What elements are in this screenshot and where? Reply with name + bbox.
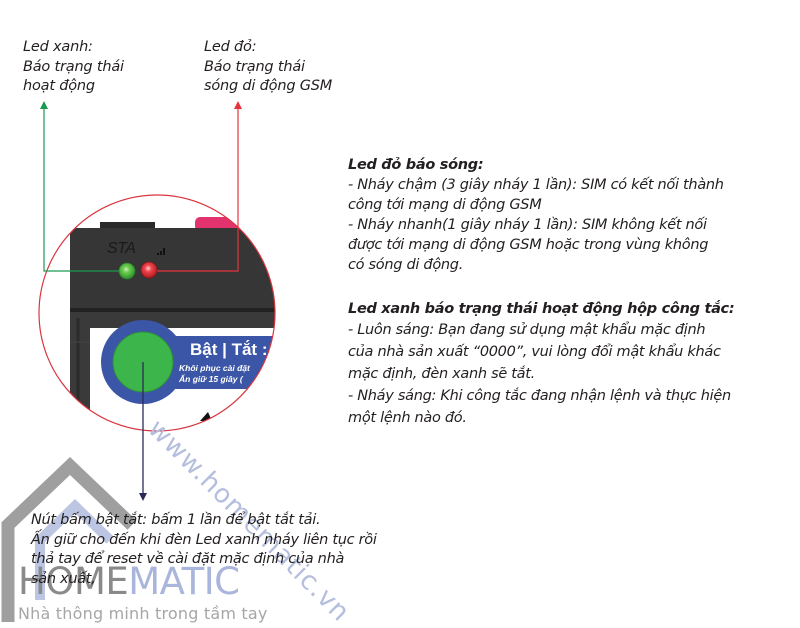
- watermark-tagline: Nhà thông minh trong tầm tay: [18, 604, 268, 623]
- description-line: - Luôn sáng: Bạn đang sử dụng mật khẩu m…: [348, 322, 706, 338]
- button-callout-line: Nút bấm bật tắt: bấm 1 lần để bật tắt tả…: [31, 512, 321, 528]
- description-line: có sóng di động.: [348, 257, 464, 273]
- watermark-brand-home: HOME: [18, 560, 129, 603]
- red-led-description-title: Led đỏ báo sóng:: [348, 157, 484, 173]
- zoom-circle: [38, 194, 276, 432]
- green-led-callout-line: Báo trạng thái: [23, 58, 124, 75]
- status-label: STA: [107, 240, 136, 257]
- signal-bars-icon: [157, 248, 165, 255]
- green-leader-line: [43, 107, 119, 272]
- green-arrow-icon: [40, 101, 48, 109]
- description-line: mặc định, đèn xanh sẽ tắt.: [348, 366, 535, 382]
- red-leader-line: [157, 107, 239, 272]
- red-arrow-icon: [234, 101, 242, 109]
- green-led-description-title: Led xanh báo trạng thái hoạt động hộp cô…: [348, 301, 735, 317]
- button-label-title: Bật | Tắt :: [190, 340, 268, 359]
- red-led-description: Led đỏ báo sóng: - Nháy chậm (3 giây nhá…: [348, 155, 724, 275]
- button-callout-line: sản xuất,: [31, 570, 96, 587]
- button-label-sub2: Ấn giữ 15 giây (: [179, 374, 243, 384]
- button-callout-line: Ấn giữ cho đến khi đèn Led xanh nháy liê…: [31, 531, 377, 548]
- description-line: - Nháy sáng: Khi công tắc đang nhận lệnh…: [348, 388, 731, 404]
- red-led-callout-line: sóng di động GSM: [204, 78, 333, 94]
- button-callout-line: thả tay để reset về cài đặt mặc định của…: [31, 551, 345, 567]
- green-led-callout: Led xanh: Báo trạng thái hoạt động: [23, 38, 124, 97]
- description-line: - Nháy nhanh(1 giây nháy 1 lần): SIM khô…: [348, 217, 707, 233]
- red-led-callout-line: Báo trạng thái: [204, 58, 305, 75]
- green-led-description: Led xanh báo trạng thái hoạt động hộp cô…: [348, 299, 735, 429]
- green-led-callout-line: hoạt động: [23, 78, 95, 94]
- watermark-house-icon: [1, 457, 137, 622]
- description-line: - Nháy chậm (3 giây nháy 1 lần): SIM có …: [348, 177, 724, 193]
- watermark-brand: HOMEMATIC: [18, 560, 240, 603]
- red-led-callout-line: Led đỏ:: [204, 39, 257, 55]
- green-led-callout-line: Led xanh:: [23, 39, 93, 55]
- description-line: của nhà sản xuất “0000”, vui lòng đổi mậ…: [348, 344, 721, 360]
- red-led-callout: Led đỏ: Báo trạng thái sóng di động GSM: [204, 38, 332, 97]
- description-line: một lệnh nào đó.: [348, 410, 467, 426]
- button-callout: Nút bấm bật tắt: bấm 1 lần để bật tắt tả…: [31, 511, 377, 589]
- button-label-sub1: Khôi phục cài đặt: [179, 363, 250, 373]
- red-led-icon: [140, 261, 158, 279]
- description-line: công tới mạng di động GSM: [348, 197, 542, 213]
- watermark-brand-matic: MATIC: [128, 560, 240, 603]
- description-line: được tới mạng di động GSM hoặc trong vùn…: [348, 237, 709, 253]
- down-arrow-icon: [139, 493, 147, 501]
